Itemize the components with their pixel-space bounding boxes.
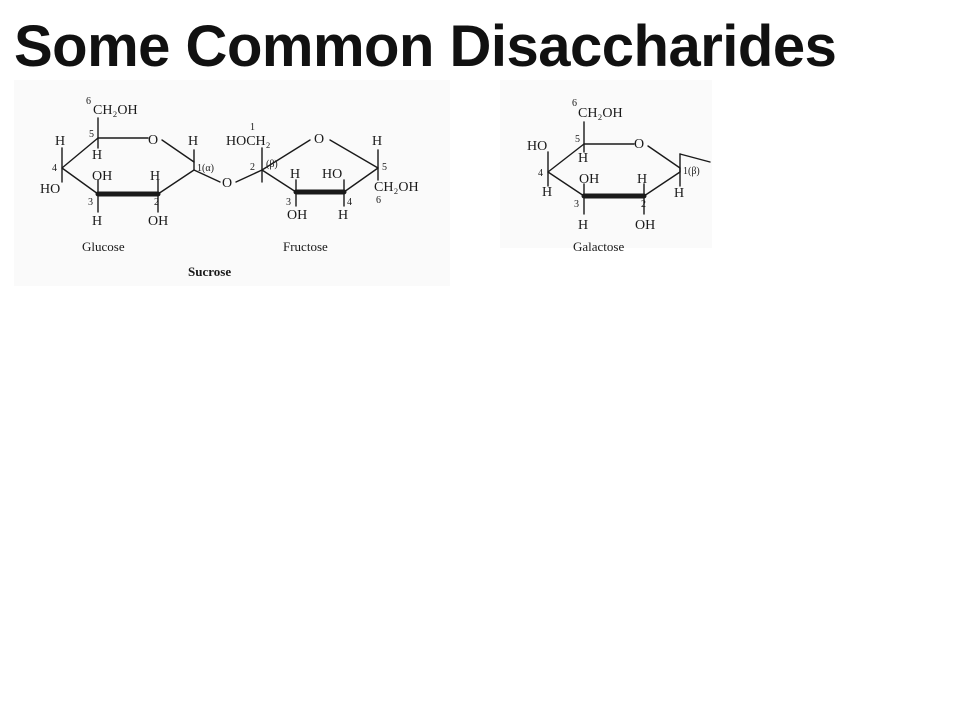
galactose-c1-beta-number: 1(β): [683, 166, 700, 177]
fructose-c3-oh: OH: [287, 208, 307, 223]
fructose-c2-number: 2: [250, 162, 255, 173]
galactose-c1-c2-bond: [643, 171, 681, 197]
fructose-c5-c4-bond: [343, 167, 379, 193]
glucose-c1-alpha-number: 1(α): [197, 163, 214, 174]
glucose-c2-number: 2: [154, 197, 159, 208]
fructose-c3-c2-bond: [261, 169, 297, 193]
fructose-caption: Fructose: [283, 239, 328, 254]
fructose-c2-o-bond: [261, 139, 311, 171]
galactose-c1-link-bond: [679, 153, 711, 163]
glucose-caption: Glucose: [82, 239, 125, 254]
galactose-c4-c5-bond: [547, 143, 585, 173]
glucose-c2-oh: OH: [148, 214, 168, 229]
fructose-beta-label: (β): [266, 159, 278, 170]
glucose-ring: [61, 117, 263, 213]
glucose-c6-number: 6: [86, 96, 91, 107]
glycosidic-bond-left: [193, 169, 221, 183]
fructose-c4-ho: HO: [322, 167, 342, 182]
glucose-c5-h: H: [92, 148, 102, 163]
galactose-ch2oh-label: CH₂OH: [578, 106, 623, 121]
glucose-c4-ho: HO: [40, 182, 60, 197]
glucose-c1-c2-bond: [157, 169, 195, 195]
fructose-o-c5-bond: [329, 139, 379, 169]
fructose-c6-number: 6: [376, 195, 381, 206]
fructose-c6-ch2oh: CH₂OH: [374, 180, 419, 195]
fructose-c4-h: H: [338, 208, 348, 223]
glucose-c1-h: H: [188, 134, 198, 149]
slide-title: Some Common Disaccharides: [14, 14, 837, 79]
glucose-c5-number: 5: [89, 129, 94, 140]
glucose-c4-number: 4: [52, 163, 57, 174]
galactose-c2-number: 2: [641, 199, 646, 210]
fructose-c4-number: 4: [347, 197, 352, 208]
galactose-c4-number: 4: [538, 168, 543, 179]
galactose-c6-number: 6: [572, 98, 577, 109]
fructose-ring: [261, 139, 379, 207]
glucose-ch2oh-label: CH₂OH: [93, 103, 138, 118]
glucose-c4-top-h: H: [55, 134, 65, 149]
galactose-caption: Galactose: [573, 239, 624, 254]
fructose-hoch2-label: HOCH₂: [226, 134, 271, 149]
galactose-c2-h: H: [637, 172, 647, 187]
galactose-c3-number: 3: [574, 199, 579, 210]
glucose-ring-oxygen: O: [148, 133, 158, 148]
fructose-c3-h: H: [290, 167, 300, 182]
fructose-c5-number: 5: [382, 162, 387, 173]
glucose-c2-h: H: [150, 169, 160, 184]
fructose-c5-top-h: H: [372, 134, 382, 149]
galactose-c4-h: H: [542, 185, 552, 200]
glucose-c3-h: H: [92, 214, 102, 229]
galactose-c2-oh: OH: [635, 218, 655, 233]
fructose-c1-number: 1: [250, 122, 255, 133]
glycosidic-bond-right: [235, 169, 263, 183]
galactose-c4-ho: HO: [527, 139, 547, 154]
glucose-c3-oh: OH: [92, 169, 112, 184]
galactose-panel: [500, 80, 712, 248]
glucose-o-c1-bond: [161, 139, 195, 163]
galactose-ring: [547, 121, 711, 215]
sucrose-panel: [14, 80, 450, 286]
galactose-c1-h: H: [674, 186, 684, 201]
glycosidic-oxygen: O: [222, 176, 232, 191]
galactose-c3-h: H: [578, 218, 588, 233]
galactose-c3-c4-bond: [547, 171, 585, 197]
galactose-c5-number: 5: [575, 134, 580, 145]
galactose-c3-oh: OH: [579, 172, 599, 187]
sucrose-caption: Sucrose: [188, 264, 231, 279]
fructose-ring-oxygen: O: [314, 132, 324, 147]
fructose-c3-number: 3: [286, 197, 291, 208]
glucose-c3-c4-bond: [61, 167, 99, 195]
galactose-ring-oxygen: O: [634, 137, 644, 152]
glucose-c4-c5-bond: [61, 137, 99, 169]
glucose-c3-number: 3: [88, 197, 93, 208]
galactose-o-c1-bond: [647, 145, 681, 169]
galactose-c5-h: H: [578, 151, 588, 166]
